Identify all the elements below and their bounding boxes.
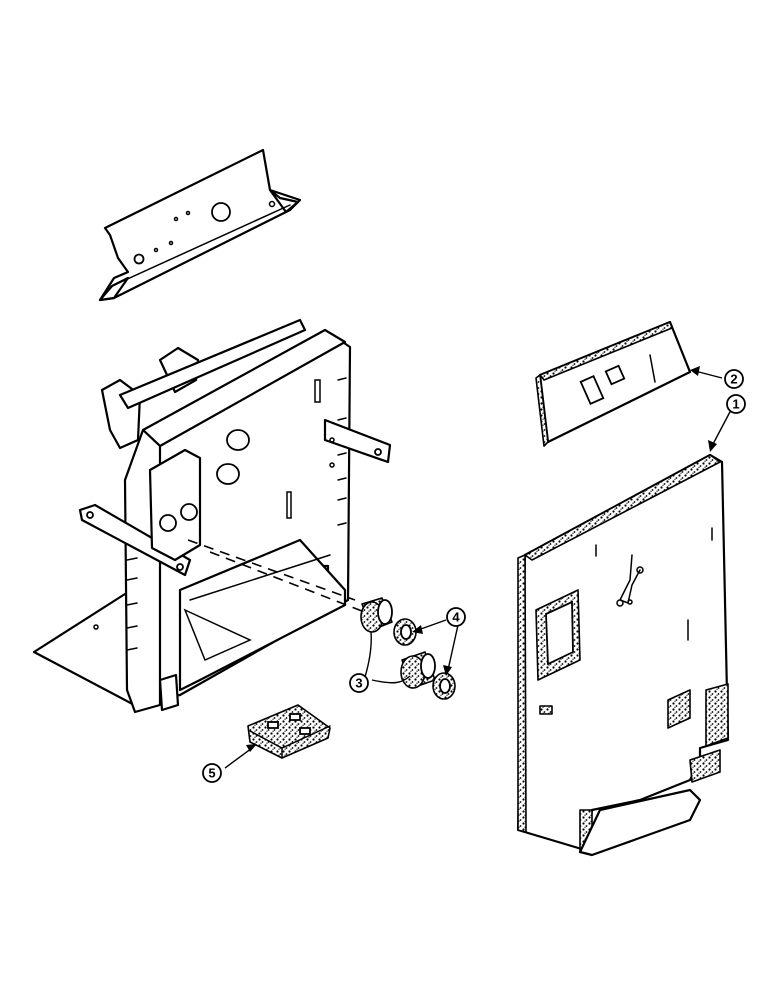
callout-1: 1 xyxy=(726,394,746,414)
callout-2: 2 xyxy=(724,369,744,389)
top-mounting-bracket xyxy=(98,148,302,302)
callout-4: 4 xyxy=(446,607,466,627)
washer-lower xyxy=(432,672,456,700)
alignment-line-lower xyxy=(209,551,381,619)
callout-3-label: 3 xyxy=(355,676,362,691)
callout-2-label: 2 xyxy=(730,372,737,387)
leader-lines xyxy=(224,366,733,769)
alignment-line-upper xyxy=(187,539,356,601)
callout-5-label: 5 xyxy=(208,766,215,781)
callout-5: 5 xyxy=(202,763,222,783)
callout-1-label: 1 xyxy=(732,397,739,412)
console-frame xyxy=(32,318,392,714)
callout-3: 3 xyxy=(349,673,369,693)
bushing-lower xyxy=(400,651,436,689)
washer-upper xyxy=(393,618,417,646)
bushing-upper xyxy=(360,597,393,633)
callout-4-label: 4 xyxy=(452,610,460,625)
side-foam-panel xyxy=(516,453,730,857)
upper-foam-pad xyxy=(535,320,692,447)
foam-block xyxy=(247,704,331,759)
